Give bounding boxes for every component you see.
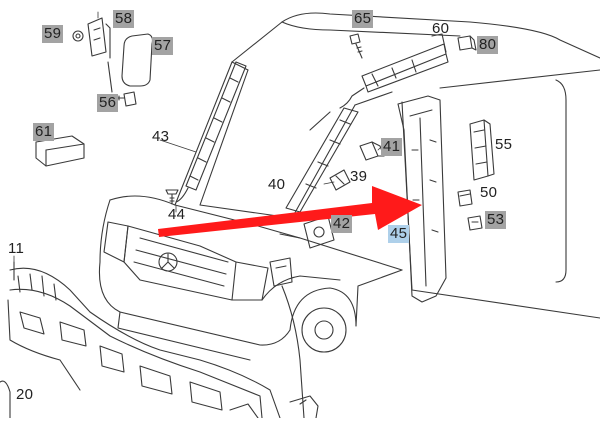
callout-56: 56 bbox=[97, 94, 119, 112]
callout-59: 59 bbox=[42, 25, 64, 43]
part-40-inner-trim bbox=[285, 107, 359, 213]
harness-parts bbox=[269, 257, 319, 419]
callout-44: 44 bbox=[168, 206, 186, 223]
leader-lines bbox=[13, 11, 381, 265]
callout-43: 43 bbox=[152, 128, 170, 145]
part-53-clip bbox=[467, 215, 483, 231]
callout-61: 61 bbox=[33, 123, 55, 141]
van-outline bbox=[98, 12, 600, 361]
part-61-box bbox=[35, 135, 85, 167]
part-57-cover bbox=[121, 33, 154, 87]
part-60-roof-trim bbox=[339, 33, 449, 109]
callout-42: 42 bbox=[331, 215, 353, 233]
callout-41: 41 bbox=[381, 138, 403, 156]
callout-53: 53 bbox=[485, 211, 507, 229]
part-58-bracket bbox=[87, 17, 111, 59]
callout-45: 45 bbox=[388, 225, 410, 243]
part-50-clip bbox=[457, 189, 473, 207]
red-arrow bbox=[158, 186, 422, 237]
part-65-screw bbox=[349, 33, 363, 59]
callout-39: 39 bbox=[350, 168, 368, 185]
callout-65: 65 bbox=[352, 10, 374, 28]
part-20-piece bbox=[0, 380, 259, 419]
callout-40: 40 bbox=[268, 176, 286, 193]
callout-80: 80 bbox=[477, 36, 499, 54]
part-44-screw bbox=[165, 189, 179, 205]
callout-57: 57 bbox=[152, 37, 174, 55]
part-45-pillar-trim bbox=[397, 95, 447, 303]
part-39-clip bbox=[329, 169, 351, 191]
part-43-pillar-trim bbox=[175, 61, 247, 203]
callout-50: 50 bbox=[480, 184, 498, 201]
part-11-cowl-panel bbox=[7, 261, 281, 419]
part-80-block bbox=[457, 35, 477, 51]
callout-58: 58 bbox=[113, 10, 135, 28]
callout-55: 55 bbox=[495, 136, 513, 153]
callout-11: 11 bbox=[8, 240, 25, 257]
callout-20: 20 bbox=[16, 386, 34, 403]
part-55-trim-bracket bbox=[469, 119, 495, 181]
part-59-nut bbox=[72, 30, 84, 42]
callout-60: 60 bbox=[432, 20, 450, 37]
